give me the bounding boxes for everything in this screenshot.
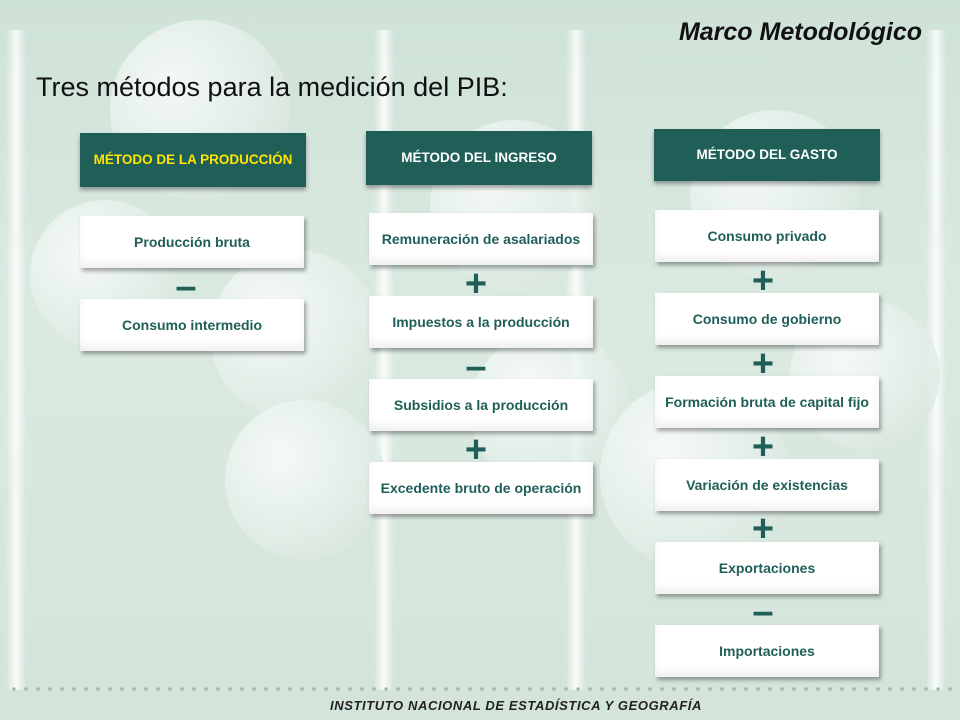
header-title: Marco Metodológico (678, 18, 922, 46)
footer: INSTITUTO NACIONAL DE ESTADÍSTICA Y GEOG… (0, 686, 960, 720)
item-subsidios: Subsidios a la producción (369, 379, 593, 431)
item-remuneracion: Remuneración de asalariados (369, 213, 593, 265)
item-exportaciones: Exportaciones (655, 542, 879, 594)
item-formacion-bruta: Formación bruta de capital fijo (655, 376, 879, 428)
method-header-gasto: MÉTODO DEL GASTO (654, 129, 880, 181)
background-stripe (6, 30, 26, 690)
operator-plus: + (464, 263, 488, 305)
institute-name: INSTITUTO NACIONAL DE ESTADÍSTICA Y GEOG… (330, 698, 703, 713)
method-header-produccion: MÉTODO DE LA PRODUCCIÓN (80, 133, 306, 187)
operator-plus: + (751, 343, 775, 385)
item-impuestos: Impuestos a la producción (369, 296, 593, 348)
operator-plus: + (751, 260, 775, 302)
item-variacion-existencias: Variación de existencias (655, 459, 879, 511)
background-circle (225, 400, 385, 560)
item-excedente: Excedente bruto de operación (369, 462, 593, 514)
page-subtitle: Tres métodos para la medición del PIB: (36, 72, 508, 102)
operator-minus: – (752, 591, 774, 633)
method-header-ingreso: MÉTODO DEL INGRESO (366, 131, 592, 185)
operator-plus: + (464, 429, 488, 471)
item-consumo-intermedio: Consumo intermedio (80, 299, 304, 351)
operator-minus: – (175, 266, 197, 308)
item-importaciones: Importaciones (655, 625, 879, 677)
footer-dotted-divider (8, 686, 952, 692)
item-produccion-bruta: Producción bruta (80, 216, 304, 268)
item-consumo-gobierno: Consumo de gobierno (655, 293, 879, 345)
operator-plus: + (751, 508, 775, 550)
item-consumo-privado: Consumo privado (655, 210, 879, 262)
background-stripe (374, 30, 394, 690)
operator-plus: + (751, 426, 775, 468)
operator-minus: – (465, 346, 487, 388)
